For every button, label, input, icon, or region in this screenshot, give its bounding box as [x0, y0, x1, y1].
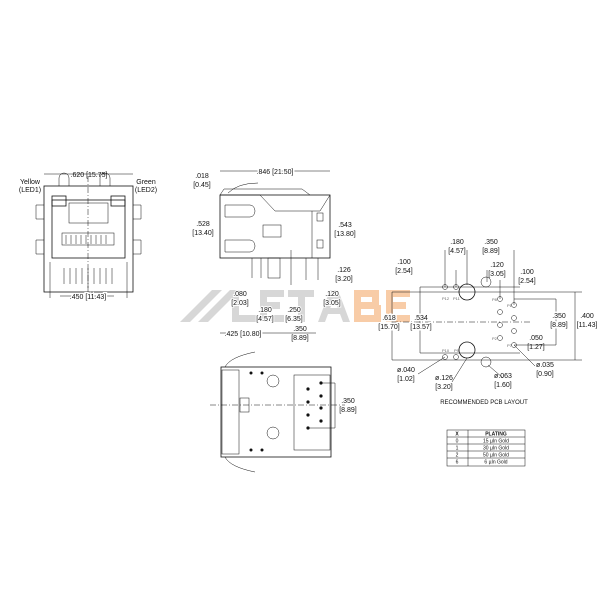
front-pin-span-dim: .450 [11.43] [70, 294, 107, 301]
dim-543: .543 [338, 222, 352, 229]
yellow-led-label: Yellow [20, 179, 41, 186]
pcb-dim-350-right: .350 [552, 313, 566, 320]
pcb-dim-100-left: .100 [397, 259, 411, 266]
pcb-dim-126-mm: [3.20] [435, 384, 453, 391]
yellow-led-id: (LED1) [19, 187, 41, 194]
pcb-dim-100-right: .100 [520, 269, 534, 276]
dim-180: .180 [258, 307, 272, 314]
pcb-dim-035: ø.035 [536, 362, 554, 369]
table-cell: 50 µIn Gold [483, 453, 509, 459]
dim-080-mm: [2.03] [231, 300, 249, 307]
pcb-dim-063: ø.063 [494, 373, 512, 380]
dim-250-mm: [6.35] [285, 316, 303, 323]
front-view: .620 [15.75] Yellow (LED1) Green (LED2) … [19, 172, 157, 303]
pin-label-p7: P7 [507, 343, 513, 348]
pcb-dim-120-mm: [3.05] [488, 271, 506, 278]
dim-120-mm: [3.05] [323, 300, 341, 307]
side-length-dim: .846 [21.50] [257, 169, 294, 176]
dim-350: .350 [293, 326, 307, 333]
pcb-dim-100-left-mm: [2.54] [395, 268, 413, 275]
dim-018-mm: [0.45] [193, 182, 211, 189]
pcb-dim-040-mm: [1.02] [397, 376, 415, 383]
dim-528: .528 [196, 221, 210, 228]
pcb-dim-100-right-mm: [2.54] [518, 278, 536, 285]
dim-126: .126 [337, 267, 351, 274]
pin-label-p11: P11 [453, 296, 461, 301]
pcb-dim-350-top: .350 [484, 239, 498, 246]
pcb-dim-050: .050 [529, 335, 543, 342]
pcb-dim-040: ø.040 [397, 367, 415, 374]
dim-425: .425 [10.80] [225, 331, 262, 338]
table-cell: 30 µIn Gold [483, 446, 509, 452]
pcb-dim-350-top-mm: [8.89] [482, 248, 500, 255]
table-header-plating: PLATING [485, 432, 507, 438]
pcb-layout: P12 P11 P10 P9 P8 P1 P2 P7 .180 [4.57] .… [377, 239, 599, 406]
pin-label-p12: P12 [442, 296, 450, 301]
dim-543-mm: [13.80] [334, 231, 355, 238]
pcb-dim-180: .180 [450, 239, 464, 246]
pcb-dim-120: .120 [490, 262, 504, 269]
pcb-dim-618-mm: [15.70] [378, 324, 399, 331]
bottom-dim-350: .350 [341, 398, 355, 405]
table-cell: 6 µIn Gold [484, 460, 507, 466]
dim-126-mm: [3.20] [335, 276, 353, 283]
side-view: .846 [21.50] .018 [0.45] .528 [13.40] .5… [192, 168, 355, 343]
pin-label-p8: P8 [492, 297, 498, 302]
pcb-dim-035-mm: [0.90] [536, 371, 554, 378]
table-cell: 15 µIn Gold [483, 439, 509, 445]
pin-label-p1: P1 [507, 303, 513, 308]
dim-080: .080 [233, 291, 247, 298]
dim-250: .250 [287, 307, 301, 314]
pcb-dim-534: .534 [414, 315, 428, 322]
pcb-dim-400-mm: [11.43] [577, 322, 598, 329]
pcb-layout-title: RECOMMENDED PCB LAYOUT [440, 400, 528, 406]
pcb-dim-180-mm: [4.57] [448, 248, 466, 255]
plating-table: X PLATING 0 15 µIn Gold 1 30 µIn Gold 2 … [446, 429, 526, 467]
pcb-dim-350-right-mm: [8.89] [550, 322, 568, 329]
dim-528-mm: [13.40] [192, 230, 213, 237]
pin-label-p9: P9 [454, 348, 460, 353]
front-width-dim: .620 [15.75] [71, 172, 108, 179]
pcb-dim-063-mm: [1.60] [494, 382, 512, 389]
bottom-dim-350-mm: [8.89] [339, 407, 357, 414]
table-header-x: X [455, 432, 459, 438]
green-led-label: Green [136, 179, 156, 186]
table-cell: 2 [456, 453, 459, 459]
dim-120: .120 [325, 291, 339, 298]
dim-180-mm: [4.57] [256, 316, 274, 323]
table-cell: 6 [456, 460, 459, 466]
pcb-dim-126: ø.126 [435, 375, 453, 382]
pcb-dim-400: .400 [580, 313, 594, 320]
table-cell: 1 [456, 446, 459, 452]
watermark-logo [180, 290, 410, 322]
pcb-dim-534-mm: [13.57] [410, 324, 431, 331]
pcb-dim-050-mm: [1.27] [527, 344, 545, 351]
dim-350-mm: [8.89] [291, 335, 309, 342]
green-led-id: (LED2) [135, 187, 157, 194]
dim-018: .018 [195, 173, 209, 180]
pin-label-p2: P2 [492, 336, 498, 341]
table-cell: 0 [456, 439, 459, 445]
bottom-view: .350 [8.89] [210, 351, 357, 473]
pin-label-p10: P10 [442, 348, 450, 353]
pcb-dim-618: .618 [382, 315, 396, 322]
